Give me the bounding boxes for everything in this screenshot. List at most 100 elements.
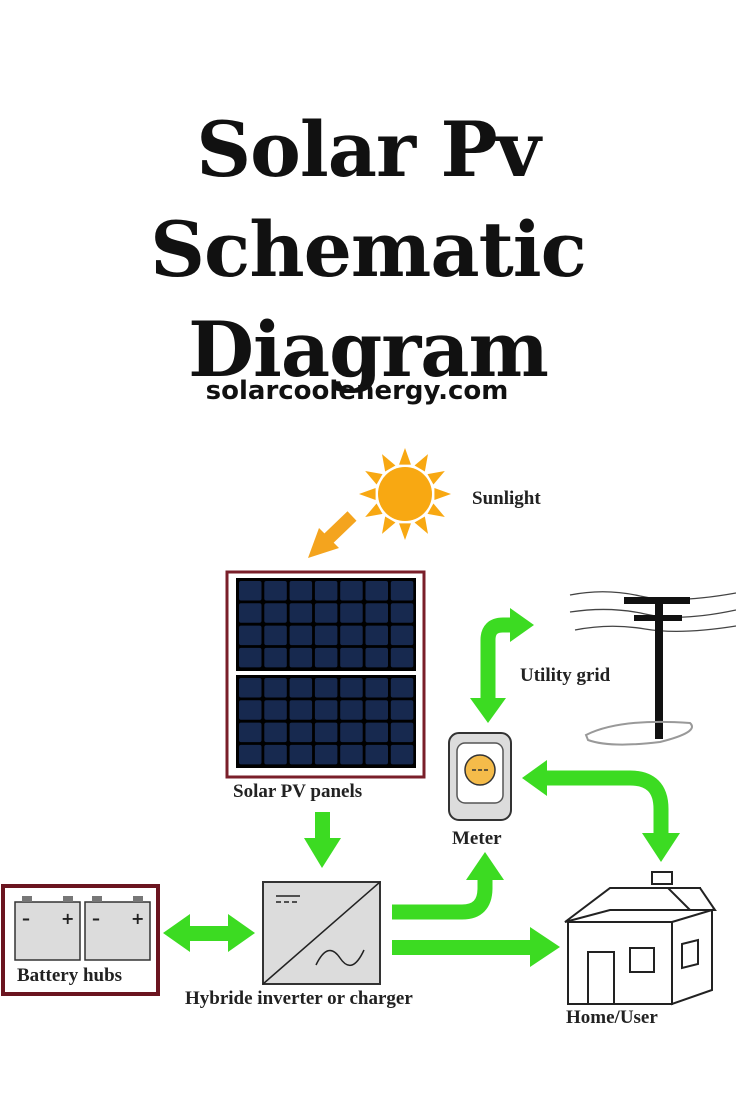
panel-cell [390,625,414,646]
grid-meter-arrow [470,608,534,723]
sun-ray [399,448,411,465]
panel-cell [365,700,388,720]
panel-to-inverter-arrow [304,812,341,868]
panel-cell [340,744,363,765]
panel-cell [390,744,414,765]
home-icon [564,871,717,1006]
utility-pole-icon [569,591,736,746]
svg-text:–: – [92,909,100,928]
page-title: Solar Pv Schematic Diagram [0,100,736,400]
panel-cell [289,625,313,646]
panel-cell [264,603,287,623]
sun-ray [399,523,411,540]
solar-panels-label: Solar PV panels [233,781,362,802]
panel-cell [314,678,338,698]
meter-label: Meter [452,828,502,849]
panel-cell [340,678,363,698]
inverter-meter-arrow [392,852,504,920]
panel-cell [340,722,363,743]
panel-cell [340,581,363,601]
utility-grid-label: Utility grid [520,665,611,686]
panel-cell [314,744,338,765]
sun-ray [382,516,396,534]
panel-cell [239,647,262,668]
panel-cell [239,722,262,743]
panel-cell [264,744,287,765]
meter-home-arrow [522,760,680,862]
panel-cell [390,581,414,601]
panel-cell [365,647,388,668]
battery-inverter-arrow [163,914,255,952]
panel-cell [314,700,338,720]
panel-cell [314,647,338,668]
panel-cell [239,625,262,646]
panel-cell [264,581,287,601]
panel-cell [239,744,262,765]
panel-cell [264,700,287,720]
panel-cell [340,603,363,623]
battery-label: Battery hubs [17,965,122,986]
panel-cell [314,581,338,601]
website-url: solarcoolenergy.com [205,376,509,406]
panel-cell [390,603,414,623]
panel-cell [289,603,313,623]
panel-cell [289,744,313,765]
panel-cell [340,700,363,720]
panel-cell [289,700,313,720]
panel-cell [239,700,262,720]
panel-cell [365,581,388,601]
panel-cell [289,581,313,601]
panel-cell [289,647,313,668]
inverter-label: Hybride inverter or charger [185,988,413,1009]
panel-cell [239,603,262,623]
sun-ray [414,516,428,534]
panel-cell [365,678,388,698]
panel-cell [239,678,262,698]
sun-ray [382,454,396,472]
title-line-2: Diagram [188,305,549,394]
panel-cell [264,678,287,698]
sun-rays [359,448,451,540]
panel-cell [365,625,388,646]
meter-icon [448,732,512,821]
sun-ray [359,488,376,500]
panel-cell [264,647,287,668]
panel-cell [365,603,388,623]
panel-cell [340,625,363,646]
solar-pv-diagram: Sunlight Solar PV panels Utility grid [1,448,736,1028]
solar-pv-panels [225,570,426,779]
panel-cell [390,647,414,668]
inverter-home-arrow [392,927,560,967]
panel-cell [340,647,363,668]
panel-cell [289,722,313,743]
panel-cell [390,678,414,698]
sun-ray [427,471,445,485]
panel-cell [365,744,388,765]
title-line-1: Solar Pv Schematic [150,105,587,294]
svg-text:+: + [61,909,74,928]
sunlight-arrow [308,511,357,558]
svg-text:+: + [131,909,144,928]
panel-cell [390,722,414,743]
sun-icon [359,448,451,540]
sun-ray [434,488,451,500]
sun-ray [365,471,383,485]
inverter-icon [262,881,381,985]
sun-ray [365,503,383,517]
panel-cell [314,625,338,646]
panel-cell [390,700,414,720]
svg-text:–: – [22,909,30,928]
panel-cell [264,625,287,646]
panel-cell [264,722,287,743]
sun-ray [414,454,428,472]
panel-cell [365,722,388,743]
home-label: Home/User [566,1007,658,1028]
panel-cell [289,678,313,698]
panel-cell [314,722,338,743]
panel-cell [314,603,338,623]
sun-ray [427,503,445,517]
battery-hubs: – + – + [1,884,160,996]
sun-disc [378,467,432,521]
sunlight-label: Sunlight [472,488,541,509]
panel-cells [239,581,414,765]
